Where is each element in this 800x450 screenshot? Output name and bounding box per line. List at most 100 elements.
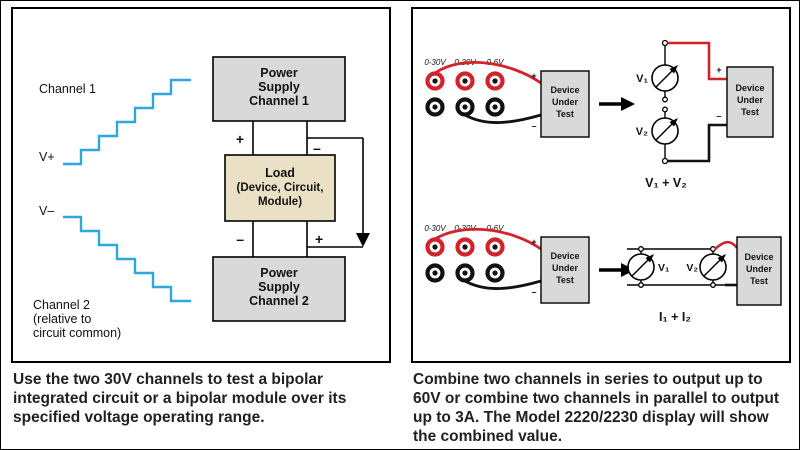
channel1-staircase-waveform <box>63 78 191 166</box>
down-arrowhead-icon <box>356 233 370 247</box>
dut-line3: Test <box>741 107 759 117</box>
node-dot <box>710 282 716 288</box>
variable-source-v1-icon <box>651 64 679 92</box>
left-panel: Channel 1 V+ V– Channel 2 (relative to c… <box>11 7 391 449</box>
series-parallel-diagram: 0-30V 0-30V 0-6V + – <box>411 7 791 363</box>
power-supply-channel2-rect <box>212 256 346 322</box>
black-binding-post-icon <box>458 100 473 115</box>
parallel-formula: I₁ + I₂ <box>659 310 691 324</box>
load-ps2-wires: – + <box>236 221 323 257</box>
ps2-line1: Power <box>260 266 298 280</box>
series-dut2-minus: – <box>716 111 721 121</box>
dut-line3: Test <box>556 109 574 119</box>
channel1-label: Channel 1 <box>39 82 96 96</box>
black-binding-post-icon <box>488 266 503 281</box>
parallel-dut-right-box: Device Under Test <box>736 236 782 306</box>
parallel-dut-left-box: Device Under Test <box>540 236 590 304</box>
right-caption: Combine two channels in series to output… <box>413 371 780 445</box>
parallel-red-test-lead <box>434 227 542 251</box>
parallel-v1-label: V₁ <box>658 262 669 274</box>
power-supply-channel1-box: Power Supply Channel 1 <box>212 56 346 122</box>
dut-line1: Device <box>550 251 579 261</box>
ps1-minus-sign: – <box>313 140 321 156</box>
parallel-v2-label: V₂ <box>686 262 698 274</box>
ps1-line1: Power <box>260 66 298 80</box>
series-jack-label-3: 0-6V <box>487 58 505 67</box>
parallel-diagram: 0-30V 0-30V 0-6V + – <box>424 224 782 324</box>
parallel-red-wire <box>714 240 739 250</box>
dut-line3: Test <box>750 276 768 286</box>
dut-line1: Device <box>735 83 764 93</box>
load-box: Load (Device, Circuit, Module) <box>224 154 336 222</box>
parallel-binding-posts <box>428 240 503 281</box>
red-binding-post-icon <box>458 74 473 89</box>
series-red-wire <box>667 41 727 81</box>
series-dut-right-box: Device Under Test <box>726 66 774 138</box>
variable-source-v2-icon <box>699 253 727 281</box>
parallel-dut1-plus: + <box>531 237 536 247</box>
load-line3: Module) <box>258 196 302 208</box>
load-line1: Load <box>265 166 295 180</box>
red-binding-post-icon <box>488 74 503 89</box>
black-binding-post-icon <box>428 100 443 115</box>
parallel-jack-label-3: 0-6V <box>487 224 505 233</box>
parallel-jack-label-1: 0-30V <box>424 224 446 233</box>
node-dot <box>662 106 668 113</box>
node-dot <box>661 157 669 165</box>
dut-line2: Under <box>552 97 579 107</box>
series-black-test-lead <box>464 113 542 124</box>
series-circuit: V₁ V₂ <box>636 39 727 165</box>
ps2-minus-sign: – <box>236 231 244 247</box>
left-caption: Use the two 30V channels to test a bipol… <box>13 371 347 426</box>
dut-line3: Test <box>556 275 574 285</box>
dut-line1: Device <box>550 85 579 95</box>
node-dot <box>661 39 669 47</box>
dut-line2: Under <box>552 263 579 273</box>
variable-source-v1-icon <box>627 253 655 281</box>
node-dot <box>638 282 644 288</box>
bipolar-test-diagram: Channel 1 V+ V– Channel 2 (relative to c… <box>11 7 391 363</box>
ps1-line2: Supply <box>258 80 300 94</box>
dut-line2: Under <box>737 95 764 105</box>
ps2-line2: Supply <box>258 280 300 294</box>
parallel-dut1-minus: – <box>531 287 536 297</box>
black-binding-post-icon <box>488 100 503 115</box>
right-panel: 0-30V 0-30V 0-6V + – <box>411 7 791 449</box>
red-binding-post-icon <box>428 74 443 89</box>
power-supply-channel1-rect <box>212 56 346 122</box>
ps1-line3: Channel 1 <box>249 94 309 108</box>
v-plus-label: V+ <box>39 150 55 164</box>
red-binding-post-icon <box>428 240 443 255</box>
red-binding-post-icon <box>458 240 473 255</box>
node-dot <box>710 246 716 252</box>
ps2-plus-sign: + <box>315 231 323 247</box>
variable-source-v2-icon <box>651 117 679 145</box>
right-arrowhead-icon <box>621 97 635 111</box>
channel2-waveform-line <box>63 215 191 303</box>
series-dut1-minus: – <box>531 121 536 131</box>
series-v2-label: V₂ <box>636 126 648 138</box>
channel2-label-line2: (relative to <box>33 312 91 326</box>
parallel-black-test-lead <box>464 279 542 290</box>
node-dot <box>638 246 644 252</box>
series-red-test-lead <box>434 61 542 85</box>
black-binding-post-icon <box>458 266 473 281</box>
ps2-line3: Channel 2 <box>249 294 309 308</box>
series-dut1-plus: + <box>531 71 536 81</box>
black-binding-post-icon <box>428 266 443 281</box>
series-diagram: 0-30V 0-30V 0-6V + – <box>424 39 774 190</box>
channel2-staircase-waveform <box>63 215 191 303</box>
parallel-circuit: V₁ V₂ <box>627 240 739 288</box>
load-line2: (Device, Circuit, <box>237 182 324 194</box>
series-dut2-plus: + <box>716 65 721 75</box>
series-formula: V₁ + V₂ <box>645 176 687 190</box>
series-v1-label: V₁ <box>636 73 648 85</box>
node-dot <box>662 96 668 103</box>
channel2-label-line1: Channel 2 <box>33 298 90 312</box>
dut-line2: Under <box>746 264 773 274</box>
series-binding-posts <box>428 74 503 115</box>
current-direction-arrow <box>307 137 370 248</box>
series-black-wire <box>667 123 727 163</box>
power-supply-channel2-box: Power Supply Channel 2 <box>212 256 346 322</box>
